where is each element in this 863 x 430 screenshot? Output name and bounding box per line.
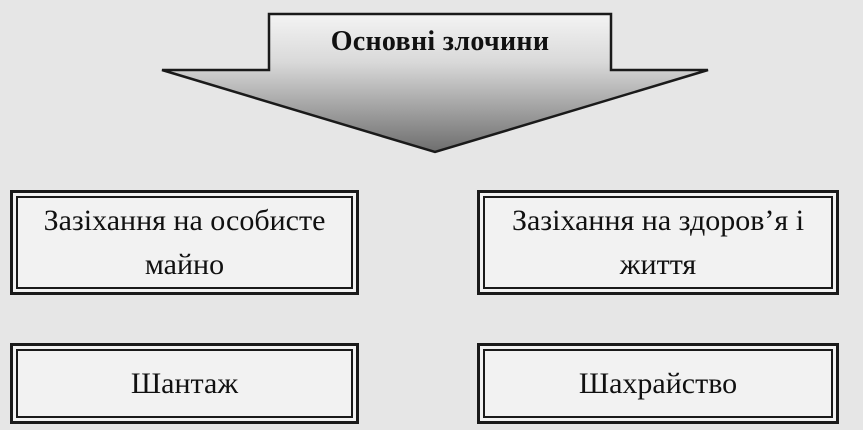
crime-box-property: Зазіхання на особисте майно — [10, 190, 359, 295]
crime-box-label: Зазіхання на здоров’я і життя — [511, 203, 805, 281]
crime-box-label: Шахрайство — [578, 366, 738, 400]
arrow-shape — [161, 12, 709, 154]
crime-box-health-life: Зазіхання на здоров’я і життя — [477, 190, 839, 295]
crime-box-fraud: Шахрайство — [477, 343, 839, 424]
crime-box-label: Зазіхання на особисте майно — [43, 203, 326, 281]
crime-box-blackmail: Шантаж — [10, 343, 359, 424]
title-arrow: Основні злочини — [25, 0, 855, 160]
diagram-title: Основні злочини — [330, 26, 550, 57]
crime-box-label: Шантаж — [130, 366, 239, 400]
